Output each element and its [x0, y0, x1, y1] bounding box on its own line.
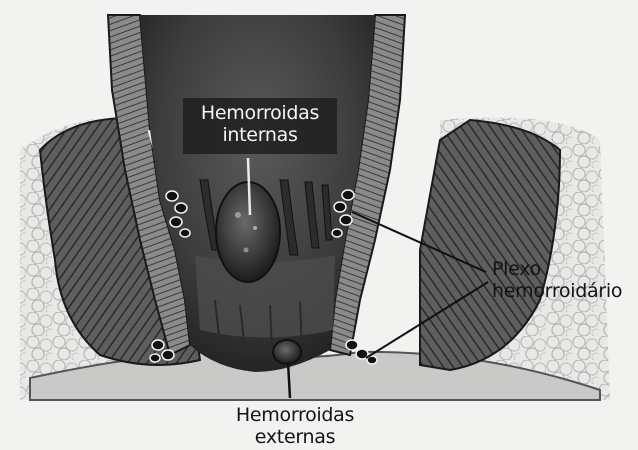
external-label-line2: externas	[210, 426, 380, 448]
internal-label-line1: Hemorroidas	[180, 102, 340, 124]
external-hemorrhoid	[273, 340, 301, 364]
internal-label-line2: internas	[180, 124, 340, 146]
internal-hemorrhoids-label: Hemorroidas internas	[180, 102, 340, 146]
internal-hemorrhoid	[216, 182, 280, 282]
external-hemorrhoids-label: Hemorroidas externas	[210, 404, 380, 448]
plexus-label-line1: Plexo	[492, 258, 622, 280]
external-label-line1: Hemorroidas	[210, 404, 380, 426]
hemorrhoidal-plexus-label: Plexo hemorroidário	[492, 258, 622, 302]
plexus-label-line2: hemorroidário	[492, 280, 622, 302]
